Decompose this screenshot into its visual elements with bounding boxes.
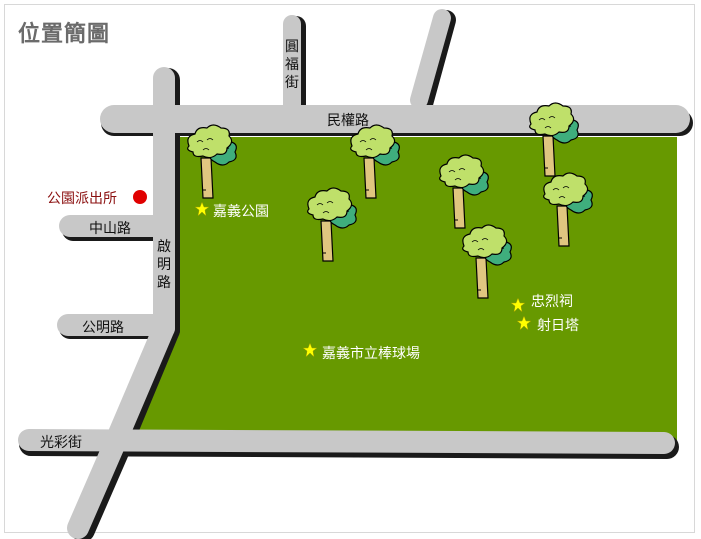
road-north-diagonal xyxy=(410,9,451,109)
star-icon xyxy=(194,201,210,217)
page-title: 位置簡圖 xyxy=(18,22,111,47)
star-icon xyxy=(510,297,526,313)
star-icon xyxy=(302,342,318,358)
landmark-park: 嘉義公園 xyxy=(213,204,269,220)
map-frame xyxy=(4,4,695,533)
police-station-label: 公園派出所 xyxy=(47,191,117,207)
star-icon xyxy=(516,315,532,331)
landmark-stadium: 嘉義市立棒球場 xyxy=(322,346,420,362)
roads xyxy=(18,9,690,539)
landmark-shrine: 忠烈祠 xyxy=(531,294,573,310)
park-area xyxy=(131,137,677,444)
road-label-zhongshan: 中山路 xyxy=(89,221,131,237)
road-label-yuanfu: 圓福街 xyxy=(285,39,299,91)
police-dot-icon xyxy=(133,190,147,204)
road-label-minquan: 民權路 xyxy=(327,113,369,129)
road-label-guangcai: 光彩街 xyxy=(40,435,82,451)
road-label-qiming: 啟明路 xyxy=(157,239,171,291)
road-guangcai xyxy=(18,429,675,454)
landmark-tower: 射日塔 xyxy=(537,318,579,334)
road-label-gongming: 公明路 xyxy=(82,320,124,336)
